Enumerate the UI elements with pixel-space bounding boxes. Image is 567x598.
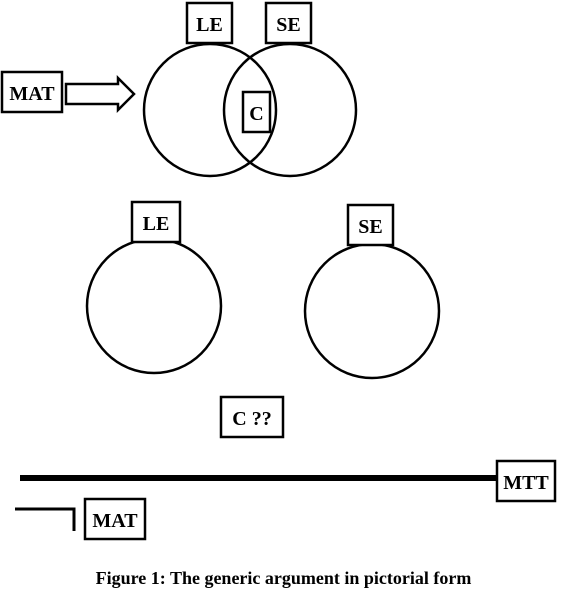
- svg-text:C ??: C ??: [232, 408, 271, 430]
- svg-text:C: C: [249, 103, 263, 125]
- se-label-middle: SE: [346, 203, 395, 247]
- svg-text:SE: SE: [276, 14, 300, 36]
- se-label-top: SE: [264, 1, 313, 45]
- svg-text:LE: LE: [143, 213, 170, 235]
- c-question-label: C ??: [219, 395, 285, 439]
- svg-text:SE: SE: [358, 216, 382, 238]
- svg-text:MTT: MTT: [503, 472, 549, 494]
- c-overlap-label: C: [241, 90, 272, 134]
- mat-timeline-step-line: [15, 507, 76, 531]
- mtt-label: MTT: [495, 459, 557, 503]
- le-label-middle: LE: [130, 200, 182, 244]
- argument-diagram: LE SE C MAT LE SE C ?? MTT MAT: [0, 1, 557, 541]
- figure-caption: Figure 1: The generic argument in pictor…: [95, 568, 472, 588]
- svg-text:MAT: MAT: [92, 510, 138, 532]
- se-circle-separate: [303, 242, 441, 380]
- svg-text:MAT: MAT: [9, 83, 55, 105]
- le-circle-separate: [85, 237, 223, 375]
- mat-label-top: MAT: [0, 70, 64, 114]
- mat-label-bottom: MAT: [83, 497, 147, 541]
- right-arrow-icon: [64, 74, 136, 114]
- svg-text:LE: LE: [196, 14, 223, 36]
- le-label-top: LE: [185, 1, 234, 45]
